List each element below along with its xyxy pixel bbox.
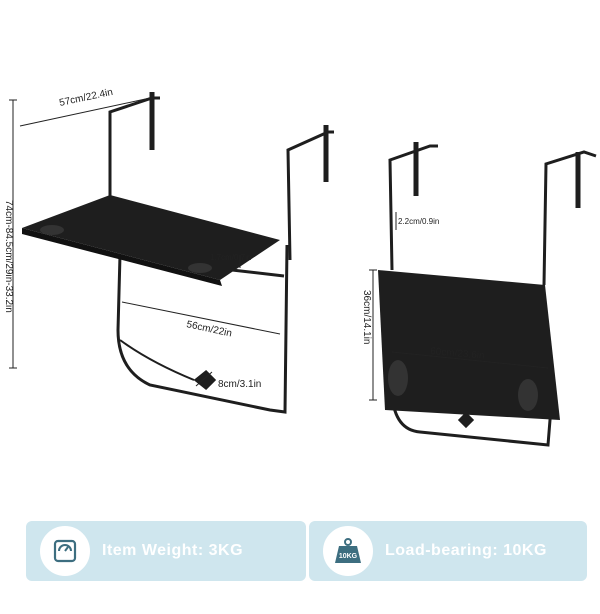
dim-rail-spacing: 8cm/3.1in <box>218 379 261 390</box>
dim-table-thickness: 1.7cm/0.7in <box>210 253 251 262</box>
dim-folded-height: 36cm/14.1in <box>361 290 372 344</box>
load-bearing-label: Load-bearing: 10KG <box>385 542 547 559</box>
dim-height-range: 74cm-84.5cm/29in-33.2in <box>3 200 14 313</box>
dimension-lines-right <box>369 212 549 401</box>
dimension-lines-left <box>9 97 281 387</box>
dim-hook-gap: 2.2cm/0.9in <box>398 217 439 226</box>
load-bearing-badge: 10KG Load-bearing: 10KG <box>309 521 587 581</box>
item-weight-badge: Item Weight: 3KG <box>26 521 306 581</box>
tabletop-unfolded <box>22 195 280 280</box>
weight-icon-text: 10KG <box>339 553 358 560</box>
scale-icon <box>40 526 90 576</box>
dim-bottom-width: 56cm/22in <box>185 319 232 339</box>
unfolded-table <box>108 92 334 414</box>
dim-folded-width: 60cm/23.6in <box>430 346 485 362</box>
tabletop-folded <box>378 270 560 420</box>
weight-10kg-icon: 10KG <box>323 526 373 576</box>
dim-width-top: 57cm/22.4in <box>58 87 114 109</box>
item-weight-label: Item Weight: 3KG <box>102 542 244 559</box>
badge-divider <box>307 521 309 581</box>
